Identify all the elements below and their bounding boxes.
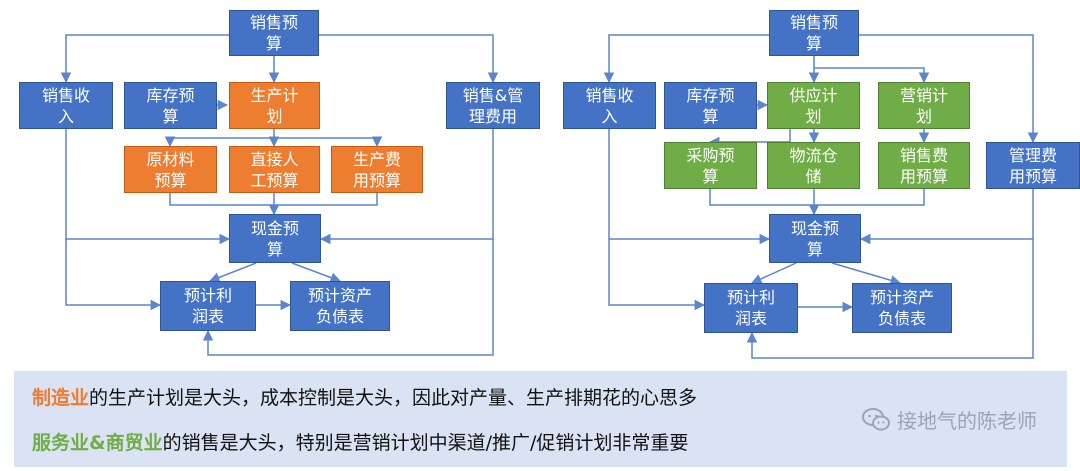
connector xyxy=(746,239,1034,359)
service-trade-text: 的销售是大头，特别是营销计划中渠道/推广/促销计划非常重要 xyxy=(162,432,689,454)
connector xyxy=(831,262,902,286)
right-inventory-budget-box: 库存预 算 xyxy=(664,82,757,129)
right-logistics-warehouse-box: 物流仓 储 xyxy=(767,142,860,189)
right-marketing-plan-box: 营销计 划 xyxy=(878,82,970,129)
connector xyxy=(209,262,257,283)
connector xyxy=(202,239,494,356)
left-sales-revenue-box: 销售收 入 xyxy=(19,82,113,129)
connector xyxy=(169,193,280,216)
right-supply-plan-box: 供应计 划 xyxy=(767,82,860,129)
connector xyxy=(608,239,706,311)
connector xyxy=(319,34,499,84)
service-trade-highlight: 服务业&商贸业 xyxy=(32,432,163,454)
left-projected-balance-box: 预计资产 负债表 xyxy=(290,281,390,331)
wechat-icon xyxy=(862,407,890,430)
connector xyxy=(709,189,820,216)
connector xyxy=(708,129,791,148)
connector xyxy=(164,129,275,148)
manufacturing-text: 的生产计划是大头，成本控制是大头，因此对产量、生产排期花的心思多 xyxy=(89,387,698,409)
connector xyxy=(603,34,769,84)
connector xyxy=(751,262,797,284)
left-production-cost-budget-box: 生产费 用预算 xyxy=(331,146,423,193)
connector xyxy=(814,189,925,206)
right-projected-income-box: 预计利 润表 xyxy=(704,283,798,333)
right-projected-balance-box: 预计资产 负债表 xyxy=(852,283,952,333)
connector xyxy=(859,189,1034,245)
summary-line-service-trade: 服务业&商贸业的销售是大头，特别是营销计划中渠道/推广/促销计划非常重要 xyxy=(32,430,688,456)
left-raw-material-budget-box: 原材料 预算 xyxy=(124,146,217,193)
right-selling-expense-budget-box: 销售费 用预算 xyxy=(878,142,970,189)
manufacturing-highlight: 制造业 xyxy=(32,387,90,409)
left-sales-admin-expense-box: 销售&管 理费用 xyxy=(446,82,540,129)
watermark: 接地气的陈老师 xyxy=(861,405,1037,434)
connector xyxy=(274,136,383,148)
summary-panel: 制造业的生产计划是大头，成本控制是大头，因此对产量、生产排期花的心思多 服务业&… xyxy=(14,371,1067,467)
right-purchase-budget-box: 采购预 算 xyxy=(664,142,757,189)
summary-line-manufacturing: 制造业的生产计划是大头，成本控制是大头，因此对产量、生产排期花的心思多 xyxy=(32,385,697,411)
connector xyxy=(291,262,341,283)
right-sales-budget-box: 销售预 算 xyxy=(769,10,859,56)
right-admin-expense-budget-box: 管理费 用预算 xyxy=(986,142,1080,189)
left-sales-budget-box: 销售预 算 xyxy=(229,10,319,56)
left-projected-income-box: 预计利 润表 xyxy=(160,281,256,331)
right-sales-revenue-box: 销售收 入 xyxy=(563,82,656,129)
connector xyxy=(65,239,162,311)
connector xyxy=(814,67,930,84)
left-production-plan-box: 生产计 划 xyxy=(229,82,320,129)
connector xyxy=(274,193,378,206)
right-cash-budget-box: 现金预 算 xyxy=(769,214,861,263)
left-inventory-budget-box: 库存预 算 xyxy=(124,82,217,129)
left-direct-labor-budget-box: 直接人 工预算 xyxy=(229,146,320,193)
connector xyxy=(60,34,229,84)
watermark-text: 接地气的陈老师 xyxy=(897,409,1037,433)
left-cash-budget-box: 现金预 算 xyxy=(229,214,321,263)
connector xyxy=(859,34,1039,144)
